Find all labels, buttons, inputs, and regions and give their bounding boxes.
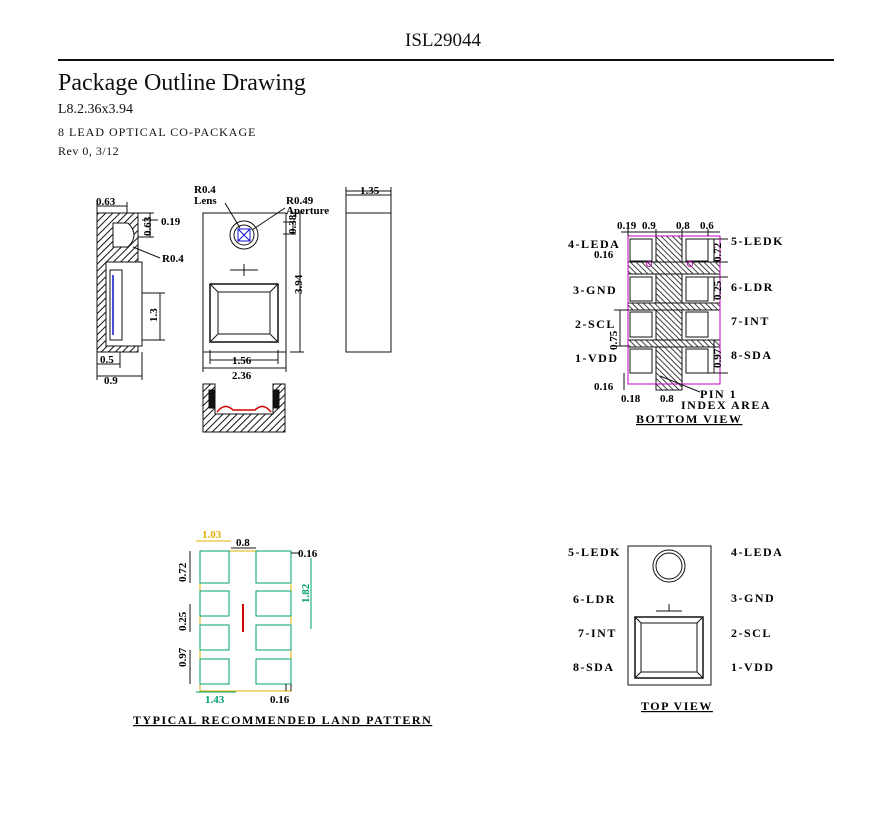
- side-dim-height: 1.3: [148, 308, 160, 322]
- bottom-dim-016b: 0.16: [594, 381, 614, 393]
- top-view-caption: TOP VIEW: [641, 699, 713, 713]
- top-pin-6: 6-LDR: [573, 592, 616, 606]
- bottom-dim-top-4: 0.6: [700, 220, 714, 232]
- front-die: [209, 283, 279, 343]
- top-pin-1: 1-VDD: [731, 660, 775, 674]
- pin1-label: PIN 1: [700, 387, 737, 401]
- bottom-dim-top-1: 0.19: [617, 220, 637, 232]
- aperture-label: Aperture: [286, 205, 329, 217]
- package-description: 8 LEAD OPTICAL CO-PACKAGE: [58, 125, 257, 139]
- side-dim-r1: 0.19: [161, 216, 181, 228]
- bottom-pin-5: 5-LEDK: [731, 234, 784, 248]
- top-pin-8: 8-SDA: [573, 660, 615, 674]
- front-dim-width: 2.36: [232, 370, 252, 382]
- bottom-view-caption: BOTTOM VIEW: [636, 412, 742, 426]
- aperture-radius: R0.49: [286, 195, 314, 207]
- bottom-dim-top-2: 0.9: [642, 220, 656, 232]
- bottom-pin-6: 6-LDR: [731, 280, 774, 294]
- bottom-pin-3: 3-GND: [573, 283, 617, 297]
- front-body: [202, 212, 287, 353]
- bottom-dim-018: 0.18: [621, 393, 641, 405]
- land-pattern: [189, 540, 312, 693]
- side-dim-radius: R0.4: [162, 253, 184, 265]
- bottom-dim-072: 0.72: [712, 242, 724, 262]
- top-pin-7: 7-INT: [578, 626, 617, 640]
- side-dim-v1: 0.63: [142, 216, 154, 236]
- bottom-dim-016a: 0.16: [594, 249, 614, 261]
- bottom-dim-08: 0.8: [660, 393, 674, 405]
- land-dim-182: 1.82: [300, 583, 312, 603]
- bottom-pin-4: 4-LEDA: [568, 237, 620, 251]
- part-number: ISL29044: [405, 30, 481, 51]
- revision: Rev 0, 3/12: [58, 144, 120, 158]
- top-pin-4: 4-LEDA: [731, 545, 783, 559]
- top-pin-3: 3-GND: [731, 591, 775, 605]
- land-dim-08: 0.8: [236, 537, 250, 549]
- side-dim-top: 0.63: [96, 196, 116, 208]
- land-dim-072: 0.72: [177, 562, 189, 582]
- header-rule: [58, 59, 834, 61]
- bottom-pin-8: 8-SDA: [731, 348, 773, 362]
- profile-view: [345, 187, 392, 353]
- side-dim-bottom1: 0.5: [100, 354, 114, 366]
- package-code: L8.2.36x3.94: [58, 102, 134, 117]
- land-dim-016a: 0.16: [298, 548, 318, 560]
- page-title: Package Outline Drawing: [58, 70, 306, 96]
- index-area-label: INDEX AREA: [681, 398, 771, 412]
- bottom-dim-025: 0.25: [712, 280, 724, 300]
- land-pattern-caption: TYPICAL RECOMMENDED LAND PATTERN: [133, 713, 432, 727]
- front-view: [202, 202, 304, 372]
- side-view: [96, 202, 165, 380]
- bottom-pin-1: 1-VDD: [575, 351, 619, 365]
- lens-outer: [229, 220, 259, 250]
- lens-label: Lens: [194, 195, 217, 207]
- profile-dim-width: 1.35: [360, 185, 380, 197]
- bottom-pin-2: 2-SCL: [575, 317, 616, 331]
- side-body: [96, 212, 139, 353]
- side-dim-bottom2: 0.9: [104, 375, 118, 387]
- land-dim-025: 0.25: [177, 611, 189, 631]
- land-dim-097: 0.97: [177, 647, 189, 667]
- front-dim-height: 3.94: [293, 274, 305, 294]
- bottom-dim-top-3: 0.8: [676, 220, 690, 232]
- land-dim-016b: 0.16: [270, 694, 290, 706]
- top-pin-5: 5-LEDK: [568, 545, 621, 559]
- bottom-pin-7: 7-INT: [731, 314, 770, 328]
- front-dim-small: 0.38: [287, 214, 299, 234]
- bottom-dim-097: 0.97: [712, 348, 724, 368]
- lens-radius: R0.4: [194, 184, 216, 196]
- front-dim-inner-width: 1.56: [232, 355, 252, 367]
- side-die-cavity: [109, 269, 123, 341]
- section-view: [202, 383, 286, 433]
- side-lens-cavity: [112, 222, 135, 248]
- land-dim-103: 1.03: [202, 529, 222, 541]
- bottom-view: [614, 229, 728, 393]
- land-dim-143: 1.43: [205, 694, 225, 706]
- top-pin-2: 2-SCL: [731, 626, 772, 640]
- bottom-dim-075: 0.75: [608, 330, 620, 350]
- top-view: [627, 545, 712, 686]
